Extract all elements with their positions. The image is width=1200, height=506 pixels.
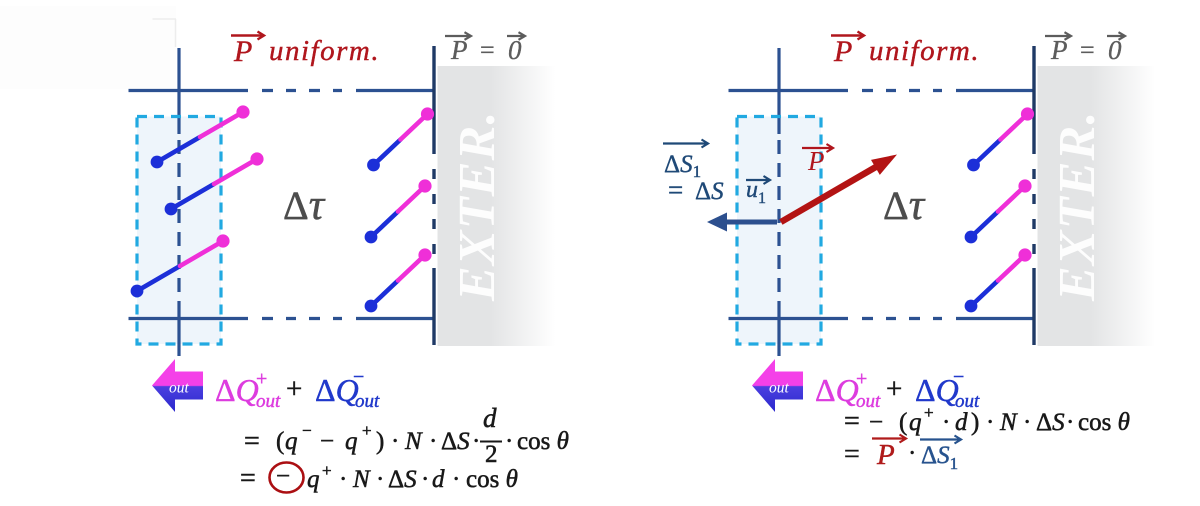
- svg-text:+: +: [322, 461, 332, 480]
- svg-text:N: N: [999, 409, 1018, 436]
- svg-text:(: (: [899, 409, 907, 436]
- svg-text:·: ·: [391, 428, 399, 455]
- svg-text:·: ·: [908, 440, 916, 467]
- svg-text:−: −: [302, 421, 312, 440]
- svg-text:=: =: [244, 426, 260, 457]
- svg-text:ΔS: ΔS: [1036, 409, 1065, 436]
- svg-text:+: +: [362, 421, 372, 440]
- svg-text:ΔS: ΔS: [695, 178, 724, 205]
- svg-text:P: P: [876, 439, 895, 471]
- svg-text:ΔS1: ΔS1: [664, 151, 701, 181]
- svg-text:=: =: [844, 406, 860, 437]
- svg-text:·: ·: [452, 466, 460, 493]
- svg-text:·: ·: [472, 428, 480, 455]
- svg-text:2: 2: [485, 441, 498, 468]
- svg-text:(: (: [276, 428, 284, 455]
- svg-text:−: −: [320, 428, 334, 455]
- svg-text:=: =: [844, 439, 860, 470]
- svg-text:N: N: [352, 466, 371, 493]
- svg-text:ΔS1: ΔS1: [921, 442, 958, 473]
- svg-text:q: q: [285, 428, 298, 455]
- svg-text:·: ·: [421, 466, 429, 493]
- svg-text:·: ·: [376, 466, 384, 493]
- svg-text:cos θ: cos θ: [1078, 409, 1130, 436]
- svg-text:=: =: [240, 463, 256, 494]
- svg-text:cos θ: cos θ: [466, 466, 518, 493]
- svg-text:ΔS: ΔS: [388, 466, 417, 493]
- svg-text:): ): [971, 409, 979, 436]
- svg-text:ΔS: ΔS: [441, 428, 470, 455]
- svg-text:N: N: [404, 428, 423, 455]
- svg-text:d: d: [432, 466, 445, 493]
- svg-text:·: ·: [986, 409, 994, 436]
- svg-text:·: ·: [1066, 409, 1074, 436]
- svg-text:·: ·: [429, 428, 437, 455]
- svg-text:q: q: [909, 409, 922, 436]
- svg-text:·: ·: [339, 466, 347, 493]
- svg-text:q: q: [307, 466, 320, 493]
- svg-text:·: ·: [505, 428, 513, 455]
- svg-text:=: =: [668, 175, 683, 205]
- svg-text:cos θ: cos θ: [517, 428, 569, 455]
- svg-text:q: q: [345, 428, 358, 455]
- svg-text:P: P: [807, 146, 825, 176]
- svg-text:·: ·: [1023, 409, 1031, 436]
- svg-text:−: −: [869, 409, 883, 436]
- svg-text:d: d: [483, 403, 497, 433]
- svg-text:+: +: [924, 403, 934, 422]
- svg-text:·: ·: [942, 409, 950, 436]
- svg-text:−: −: [276, 463, 290, 490]
- svg-text:): ): [376, 428, 384, 455]
- svg-text:d: d: [955, 409, 968, 436]
